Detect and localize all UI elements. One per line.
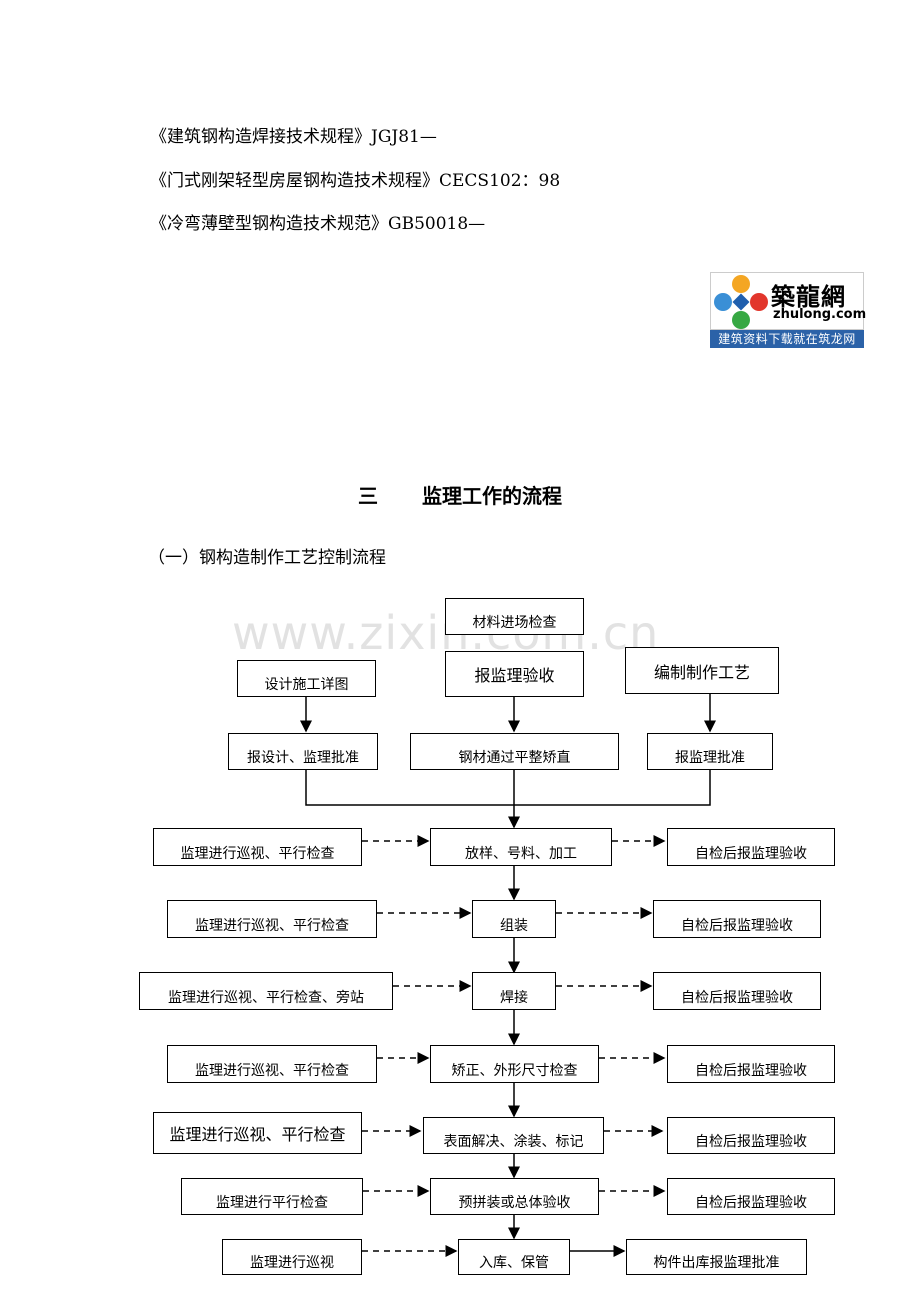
step-2-supervision-box: 监理进行巡视、平行检查 — [167, 900, 377, 938]
step-3-process-box: 焊接 — [472, 972, 556, 1010]
steel-straighten-box: 钢材通过平整矫直 — [410, 733, 619, 770]
step-4-supervision-box: 监理进行巡视、平行检查 — [167, 1045, 377, 1083]
reference-line-2: 《门式刚架轻型房屋钢构造技术规程》CECS102：98 — [150, 171, 561, 191]
section-title: 三 监理工作的流程 — [0, 480, 920, 509]
reference-line-3: 《冷弯薄壁型钢构造技术规范》GB50018— — [150, 214, 486, 234]
subsection-title: （一）钢构造制作工艺控制流程 — [148, 548, 386, 568]
step-5-supervision-box: 监理进行巡视、平行检查 — [153, 1112, 362, 1154]
step-4-self-check-box: 自检后报监理验收 — [667, 1045, 835, 1083]
report-approval-box: 报监理批准 — [647, 733, 773, 770]
step-5-self-check-box: 自检后报监理验收 — [667, 1117, 835, 1154]
step-6-supervision-box: 监理进行平行检查 — [181, 1178, 363, 1215]
logo-flower-icon — [714, 275, 768, 329]
step-3-supervision-box: 监理进行巡视、平行检查、旁站 — [139, 972, 393, 1010]
section-title-text: 监理工作的流程 — [422, 484, 562, 508]
report-acceptance-box: 报监理验收 — [445, 651, 584, 697]
logo-panel: 築龍網 zhulong.com — [710, 272, 867, 330]
step-2-process-box: 组装 — [472, 900, 556, 938]
step-2-self-check-box: 自检后报监理验收 — [653, 900, 821, 938]
step-6-process-box: 预拼装或总体验收 — [430, 1178, 599, 1215]
step-7-release-box: 构件出库报监理批准 — [626, 1239, 807, 1275]
design-drawings-box: 设计施工详图 — [237, 660, 376, 697]
step-1-supervision-box: 监理进行巡视、平行检查 — [153, 828, 362, 866]
step-5-process-box: 表面解决、涂装、标记 — [423, 1117, 604, 1154]
step-7-supervision-box: 监理进行巡视 — [222, 1239, 362, 1275]
step-3-self-check-box: 自检后报监理验收 — [653, 972, 821, 1010]
material-check-box: 材料进场检查 — [445, 598, 584, 635]
prepare-process-box: 编制制作工艺 — [625, 647, 779, 694]
step-4-process-box: 矫正、外形尺寸检查 — [430, 1045, 599, 1083]
step-7-process-box: 入库、保管 — [458, 1239, 570, 1275]
logo-slogan: 建筑资料下载就在筑龙网 — [710, 330, 864, 348]
zhulong-logo: 築龍網 zhulong.com 建筑资料下载就在筑龙网 — [710, 272, 867, 348]
step-6-self-check-box: 自检后报监理验收 — [667, 1178, 835, 1215]
report-design-approval-box: 报设计、监理批准 — [228, 733, 378, 770]
logo-domain: zhulong.com — [773, 307, 867, 322]
section-number: 三 — [358, 484, 378, 508]
step-1-self-check-box: 自检后报监理验收 — [667, 828, 835, 866]
logo-chinese-name: 築龍網 — [771, 282, 846, 311]
step-1-process-box: 放样、号料、加工 — [430, 828, 612, 866]
reference-line-1: 《建筑钢构造焊接技术规程》JGJ81— — [150, 127, 437, 147]
